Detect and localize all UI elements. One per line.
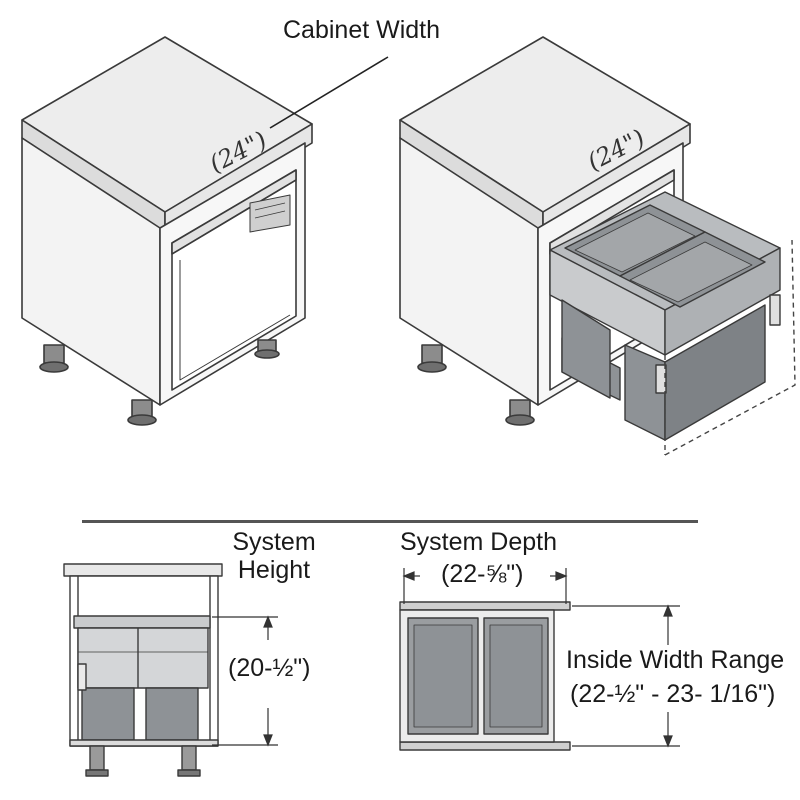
system-height-label-line1: System <box>232 528 316 556</box>
section-divider <box>82 520 698 523</box>
system-depth-dimension <box>402 568 568 604</box>
system-depth-label: System Depth <box>400 528 558 556</box>
system-height-dimension <box>212 615 278 747</box>
cabinet-width-label: Cabinet Width <box>283 16 441 44</box>
pullout-bin-system <box>549 191 781 441</box>
system-depth-value: (22-⅝") <box>441 560 524 588</box>
inside-width-label: Inside Width Range <box>566 646 785 674</box>
system-height-label-line2: Height <box>237 556 311 584</box>
inside-width-value: (22-½" - 23- 1/16") <box>570 680 776 708</box>
extension-dashed-outline <box>664 239 796 456</box>
cabinet-width-leader <box>269 56 389 129</box>
inside-width-dimension <box>572 604 680 748</box>
system-height-value: (20-½") <box>228 654 311 682</box>
